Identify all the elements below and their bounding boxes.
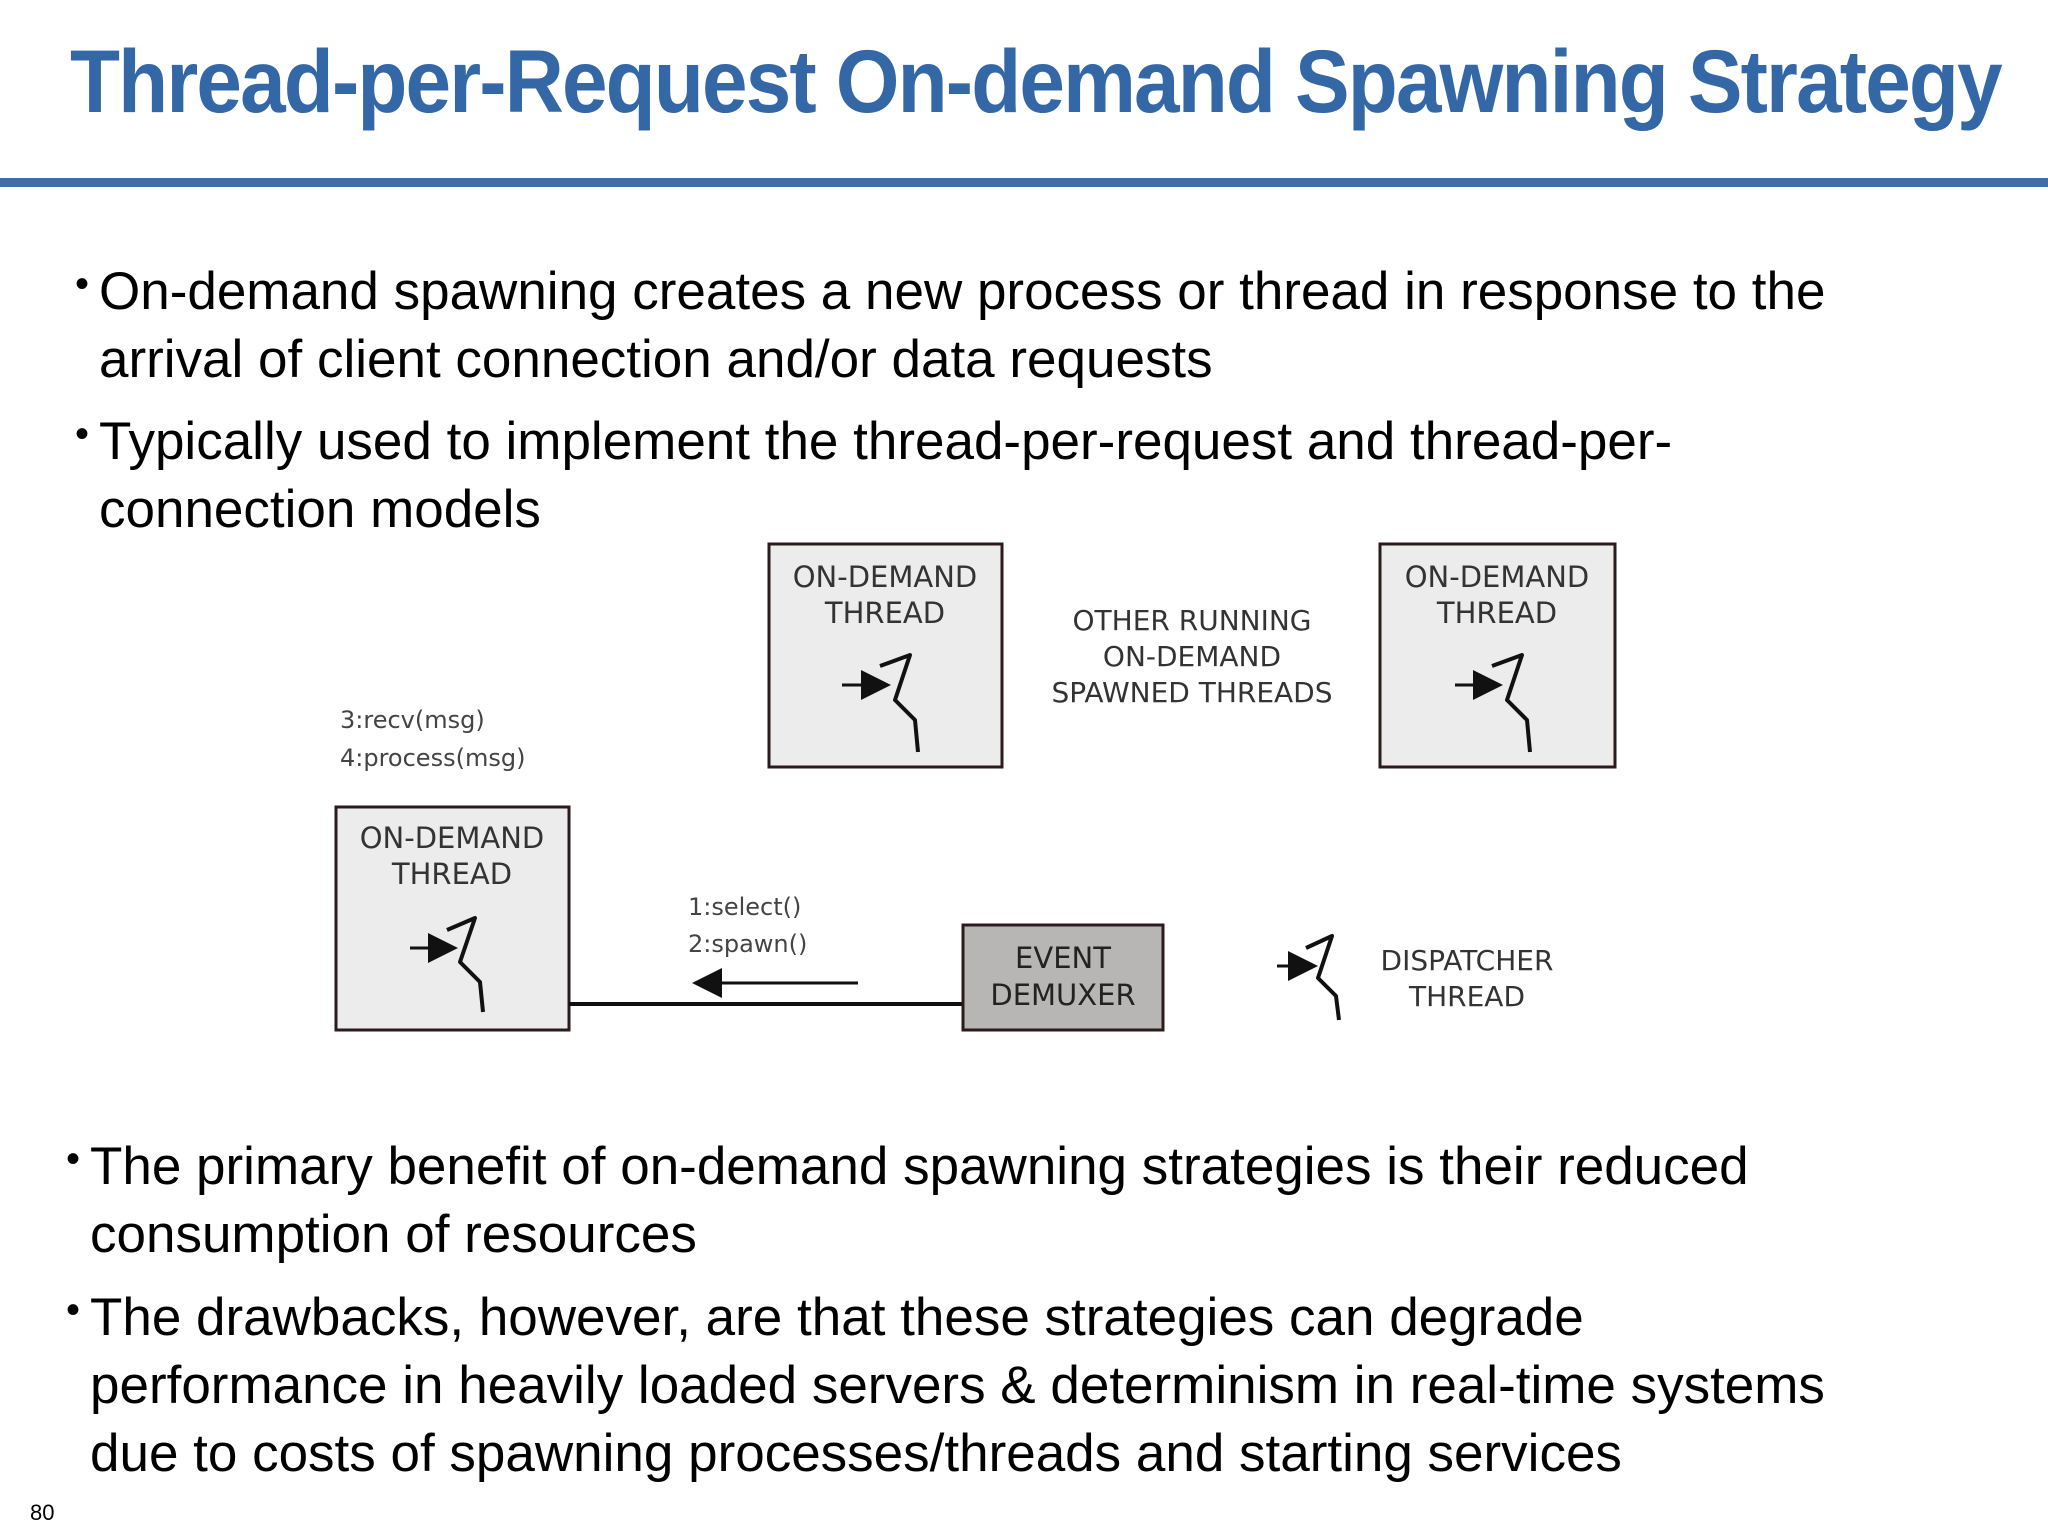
other-running-label: OTHER RUNNING ON-DEMAND SPAWNED THREADS (1051, 604, 1332, 709)
diagram-text: 1:select() (688, 893, 801, 921)
bullet-line: Typically used to implement the thread-p… (99, 412, 1673, 471)
thread-label: ON-DEMAND (1405, 560, 1590, 594)
select-spawn-label: 1:select() 2:spawn() (688, 893, 807, 958)
bullet-line: connection models (99, 480, 541, 539)
bullet-marker: • (66, 1137, 81, 1181)
bullet-item: • The primary benefit of on-demand spawn… (66, 1133, 2016, 1269)
bullet-marker: • (75, 262, 90, 306)
thread-label: ON-DEMAND (793, 560, 978, 594)
thread-label: THREAD (1436, 596, 1557, 630)
on-demand-thread-box: ON-DEMAND THREAD (767, 542, 1004, 769)
diagram-text: EVENT (1015, 941, 1111, 975)
recv-process-label: 3:recv(msg) 4:process(msg) (340, 706, 525, 772)
thread-label: THREAD (391, 857, 512, 891)
thread-icon (410, 916, 485, 1013)
bullet-line: due to costs of spawning processes/threa… (90, 1424, 1622, 1483)
diagram-text: THREAD (1408, 980, 1525, 1013)
bullet-marker: • (75, 412, 90, 456)
title-divider (0, 178, 2048, 187)
dispatcher-thread-legend: DISPATCHER THREAD (1277, 934, 1554, 1021)
bullet-line: arrival of client connection and/or data… (99, 330, 1213, 389)
bullet-item: • On-demand spawning creates a new proce… (75, 258, 2015, 394)
diagram-text: SPAWNED THREADS (1051, 676, 1332, 709)
page-number: 80 (30, 1500, 55, 1525)
diagram-text: DISPATCHER (1381, 944, 1554, 977)
bullet-item: • The drawbacks, however, are that these… (66, 1284, 2016, 1488)
diagram-text: DEMUXER (990, 978, 1135, 1012)
event-demuxer-box: EVENT DEMUXER (961, 923, 1165, 1032)
bullet-item: • Typically used to implement the thread… (75, 408, 2015, 544)
thread-label: ON-DEMAND (360, 821, 545, 855)
bullet-line: The primary benefit of on-demand spawnin… (90, 1137, 1749, 1196)
diagram-text: 4:process(msg) (340, 744, 525, 772)
bullet-line: The drawbacks, however, are that these s… (90, 1288, 1584, 1347)
bullet-line: On-demand spawning creates a new process… (99, 262, 1826, 321)
diagram-text: 3:recv(msg) (340, 706, 485, 734)
on-demand-thread-box: ON-DEMAND THREAD (1378, 542, 1617, 769)
diagram-text: OTHER RUNNING (1073, 604, 1312, 637)
bullet-marker: • (66, 1288, 81, 1332)
thread-icon (1455, 653, 1532, 753)
thread-label: THREAD (824, 596, 945, 630)
diagram-text: 2:spawn() (688, 930, 807, 958)
thread-icon (842, 653, 920, 753)
slide-title: Thread-per-Request On-demand Spawning St… (70, 31, 2003, 131)
bullet-line: performance in heavily loaded servers & … (90, 1356, 1825, 1415)
diagram-text: ON-DEMAND (1103, 640, 1281, 673)
bullet-line: consumption of resources (90, 1205, 697, 1264)
dispatcher-icon (1277, 934, 1341, 1021)
on-demand-thread-box: ON-DEMAND THREAD (334, 805, 571, 1032)
